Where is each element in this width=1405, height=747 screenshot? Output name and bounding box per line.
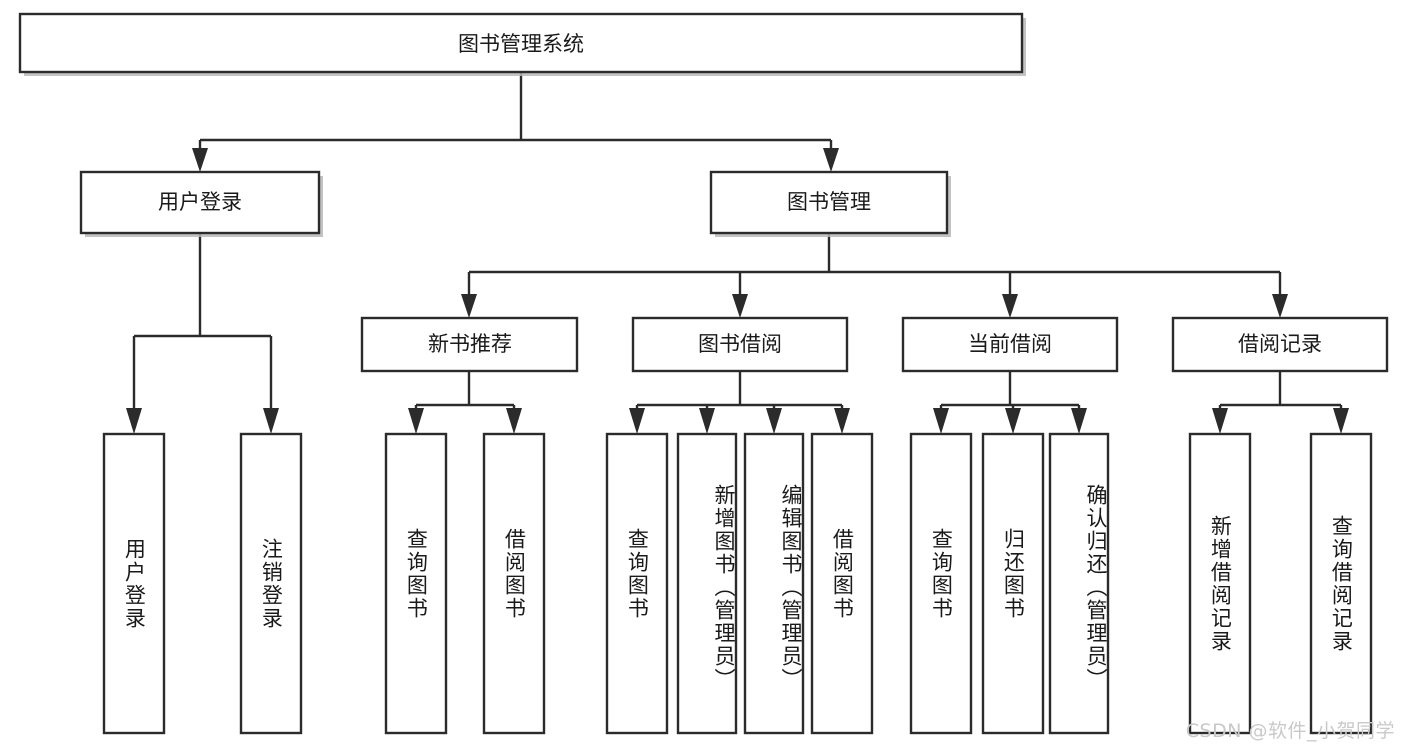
arrow-head-book-manage — [823, 148, 839, 172]
arrow-head-return-book — [1005, 408, 1021, 434]
arrow-head-query-record — [1333, 408, 1349, 434]
arrow-head-borrow-book-2 — [834, 408, 850, 434]
leaf-box-edit-book[interactable] — [743, 432, 805, 735]
arrow-head-leaf-user-login — [126, 408, 142, 434]
arrow-head-book-borrow — [732, 294, 748, 318]
leaf-box-return-book[interactable] — [981, 432, 1045, 735]
new-book-rec-node-label: 新书推荐 — [428, 332, 512, 356]
leaf-box-query-book-1[interactable] — [384, 432, 448, 735]
new-book-rec-node-box[interactable] — [360, 316, 579, 373]
connectors-layer — [126, 72, 1349, 434]
leaf-box-confirm-return[interactable] — [1048, 432, 1110, 735]
arrow-head-add-record — [1212, 408, 1228, 434]
arrow-head-current-borrow — [1002, 294, 1018, 318]
book-borrow-node-label: 图书借阅 — [698, 332, 782, 356]
leaf-box-query-record[interactable] — [1309, 432, 1373, 735]
csdn-watermark: CSDN @软件_小贺同学 — [1185, 720, 1395, 742]
arrow-head-borrow-record — [1272, 294, 1288, 318]
arrow-head-query-book-1 — [408, 408, 424, 434]
leaf-box-query-book-3[interactable] — [909, 432, 973, 735]
root-node-label: 图书管理系统 — [458, 32, 584, 56]
leaf-box-borrow-book-1[interactable] — [482, 432, 546, 735]
user-login-node-box[interactable] — [79, 170, 321, 235]
arrow-head-confirm-return — [1071, 408, 1087, 434]
borrow-record-node-box[interactable] — [1171, 316, 1389, 373]
borrow-record-node-label: 借阅记录 — [1238, 332, 1322, 356]
current-borrow-node-box[interactable] — [901, 316, 1119, 373]
arrow-head-query-book-2 — [629, 408, 645, 434]
arrow-head-edit-book — [766, 408, 782, 434]
arrow-head-add-book — [699, 408, 715, 434]
arrow-head-user-login — [192, 148, 208, 172]
arrow-head-borrow-book-1 — [506, 408, 522, 434]
leaf-box-user-login[interactable] — [102, 432, 166, 735]
root-node-box[interactable] — [18, 12, 1024, 74]
current-borrow-node-label: 当前借阅 — [968, 332, 1052, 356]
boxes-layer: 图书管理系统 用户登录 图书管理 新书推荐 图书借阅 当前借阅 借阅记录 — [18, 12, 1389, 735]
book-manage-node-box[interactable] — [709, 170, 949, 235]
user-login-node-label: 用户登录 — [158, 190, 242, 214]
arrow-head-new-book-rec — [461, 294, 477, 318]
leaf-box-user-logout[interactable] — [239, 432, 303, 735]
book-borrow-node-box[interactable] — [631, 316, 849, 373]
arrow-head-leaf-user-logout — [263, 408, 279, 434]
book-manage-node-label: 图书管理 — [787, 190, 871, 214]
leaf-box-borrow-book-2[interactable] — [810, 432, 874, 735]
leaf-box-add-book[interactable] — [676, 432, 738, 735]
arrow-head-query-book-3 — [933, 408, 949, 434]
leaf-box-add-record[interactable] — [1188, 432, 1252, 735]
leaf-box-query-book-2[interactable] — [605, 432, 669, 735]
